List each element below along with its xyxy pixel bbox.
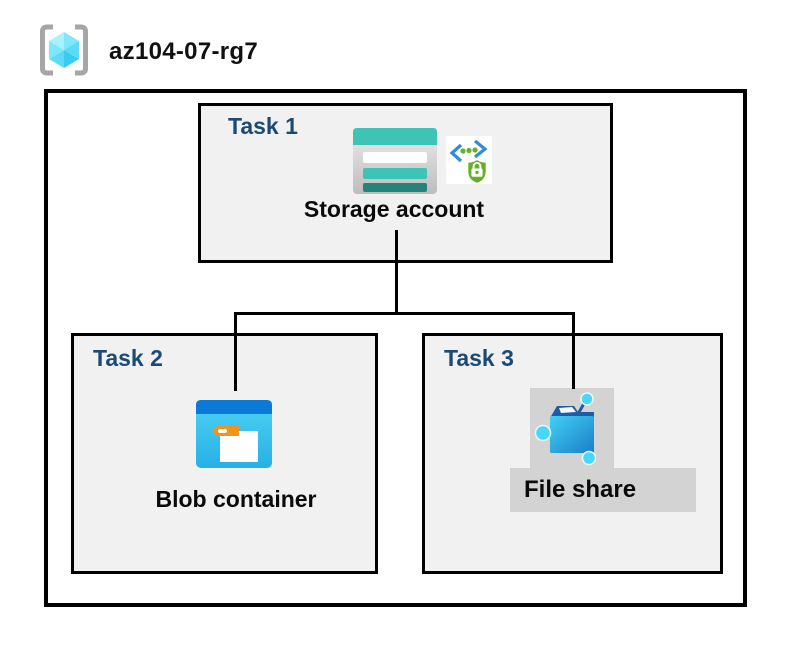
connector-horizontal [234, 312, 575, 315]
resource-group-boundary: Task 1 [44, 89, 747, 607]
connector-storage-stem [395, 230, 398, 315]
file-share-icon [534, 392, 597, 466]
blob-container-label: Blob container [155, 486, 317, 512]
resource-group-name: az104-07-rg7 [109, 38, 259, 65]
task1-box: Task 1 [198, 103, 613, 263]
resource-group-icon [40, 24, 88, 76]
task3-label: Task 3 [444, 345, 514, 371]
task3-box: Task 3 [422, 333, 723, 574]
task1-label: Task 1 [228, 113, 298, 139]
task2-label: Task 2 [93, 345, 163, 371]
connector-to-fileshare [572, 312, 575, 389]
storage-account-label: Storage account [303, 196, 485, 222]
file-share-icon-panel [530, 388, 614, 470]
task2-box: Task 2 Blob container [71, 333, 378, 574]
connector-to-blob [234, 312, 237, 391]
shared-access-signature-icon [446, 136, 492, 184]
file-share-label-panel: File share [510, 468, 696, 512]
blob-container-icon [196, 400, 272, 468]
storage-account-icon [353, 128, 437, 194]
file-share-label: File share [524, 476, 637, 503]
